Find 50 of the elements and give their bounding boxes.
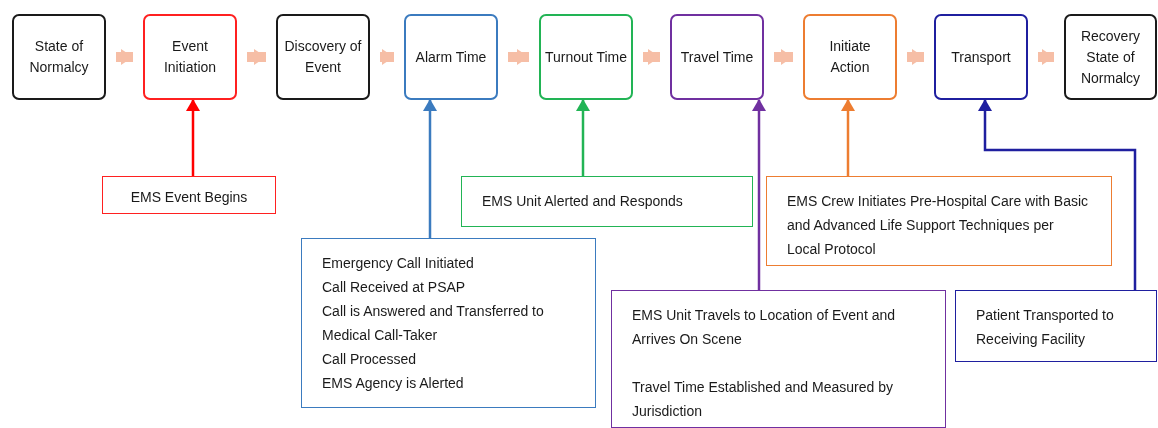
note-box — [611, 290, 946, 428]
step-box — [670, 14, 764, 100]
block-arrow — [508, 49, 529, 65]
step-label: Recovery — [1080, 26, 1141, 46]
note-text: EMS Agency is Alerted — [322, 374, 465, 393]
note-text: Call Processed — [322, 350, 418, 369]
arrow — [841, 99, 855, 176]
step-box — [803, 14, 897, 100]
note-text: Patient Transported to Receiving Facility — [976, 306, 1115, 349]
block-arrow — [247, 49, 266, 65]
note-text: EMS Unit Travels to Location of Event and Arrives On Scene — [632, 306, 897, 349]
step-box — [143, 14, 237, 100]
step-label: Travel Time — [680, 47, 754, 67]
arrow — [978, 99, 1137, 290]
note-box — [461, 176, 753, 227]
note-text: Emergency Call Initiated — [322, 254, 475, 273]
step-label: Transport — [951, 47, 1011, 67]
step-label: Discovery of Event — [283, 37, 363, 77]
note-box — [766, 176, 1112, 266]
arrow — [752, 99, 766, 290]
step-box — [934, 14, 1028, 100]
note-text: Travel Time Established and Measured by Jurisdiction — [632, 378, 894, 421]
note-box — [102, 176, 276, 214]
step-label: Alarm Time — [415, 47, 487, 67]
step-label: Initiate Action — [828, 37, 872, 77]
block-arrow — [1038, 49, 1054, 65]
block-arrow — [380, 49, 394, 65]
note-text: EMS Unit Alerted and Responds — [482, 192, 684, 211]
arrow — [576, 99, 590, 176]
step-label: State of Normalcy — [28, 37, 90, 77]
block-arrow — [907, 49, 924, 65]
step-box — [404, 14, 498, 100]
step-label: Event Initiation — [162, 37, 218, 77]
step-box — [12, 14, 106, 100]
arrow — [186, 99, 200, 176]
note-text: Call Received at PSAP — [322, 278, 467, 297]
note-text: EMS Crew Initiates Pre-Hospital Care with Basic and Advanced Life Support Techniques per Local Protocol — [787, 192, 1090, 259]
step-box — [539, 14, 633, 100]
block-arrow — [116, 49, 133, 65]
block-arrow — [774, 49, 793, 65]
note-text: Call is Answered and Transferred to Medical Call-Taker — [322, 302, 545, 345]
note-text: EMS Event Begins — [129, 188, 249, 207]
step-label: State of Normalcy — [1079, 47, 1142, 88]
block-arrow — [643, 49, 660, 65]
step-box — [1064, 14, 1157, 100]
arrow — [423, 99, 437, 238]
step-box — [276, 14, 370, 100]
note-box — [955, 290, 1157, 362]
note-box — [301, 238, 596, 408]
step-label: Turnout Time — [545, 47, 627, 67]
